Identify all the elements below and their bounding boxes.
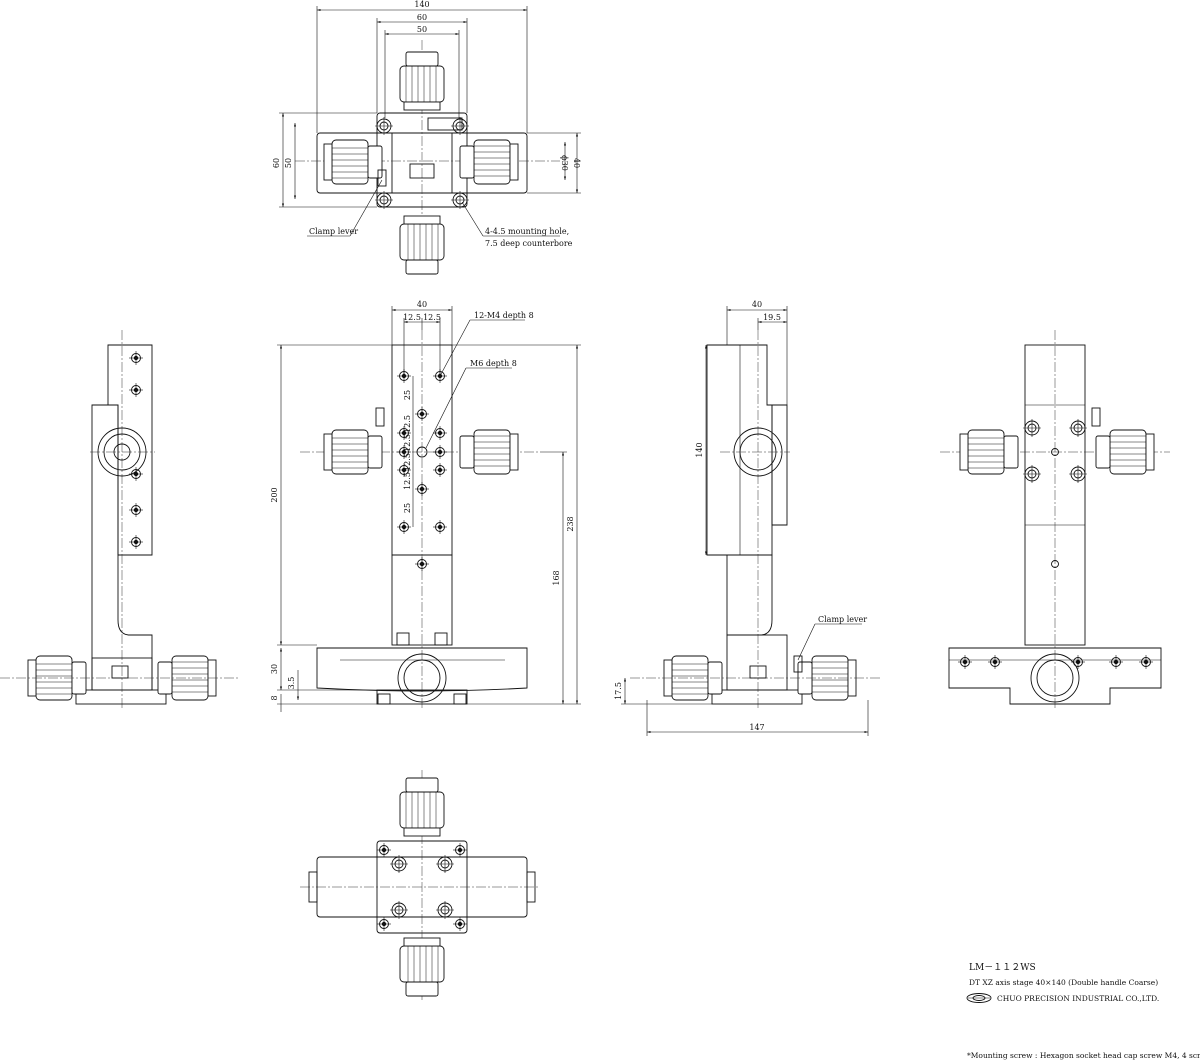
product-description: DT XZ axis stage 40×140 (Double handle C… (969, 978, 1158, 987)
dim-238: 238 (566, 516, 575, 531)
front-view-labels: 40 12.5 12.5 25 12.5 12.5 12.5 12.5 25 2… (270, 300, 575, 701)
dim-60-vertical: 60 (272, 158, 281, 168)
model-number: LM－１１２WS (969, 963, 1036, 973)
right-side-view-labels: 40 19.5 140 17.5 147 Clamp lever (614, 300, 867, 732)
top-view (279, 6, 581, 275)
dim-19-5: 19.5 (763, 313, 781, 322)
m6-tap-label: M6 depth 8 (470, 359, 517, 368)
dim-25-upper: 25 (403, 390, 412, 400)
dim-12-5-b: 12.5 (403, 434, 412, 452)
dim-40-side: 40 (752, 300, 762, 309)
dim-17-5: 17.5 (614, 682, 623, 700)
dim-12-5-right: 12.5 (423, 313, 441, 322)
dim-200: 200 (270, 487, 279, 502)
dim-50: 50 (417, 25, 427, 34)
clamp-lever-label-side: Clamp lever (818, 615, 867, 624)
dim-60: 60 (417, 13, 427, 22)
dim-25-lower: 25 (403, 503, 412, 513)
front-view (277, 306, 581, 712)
counterbore-label: 7.5 deep counterbore (485, 239, 573, 248)
left-side-view (0, 330, 240, 710)
dim-12-5-d: 12.5 (403, 472, 412, 490)
dim-168: 168 (552, 570, 561, 585)
dim-140: 140 (414, 0, 429, 9)
dim-12-5-c: 12.5 (403, 453, 412, 471)
right-side-view (621, 306, 880, 736)
dim-140-side: 140 (695, 442, 704, 457)
dim-12-5-a: 12.5 (403, 415, 412, 433)
company-logo-icon (966, 993, 992, 1003)
dim-30: 30 (270, 664, 279, 674)
m4-tap-label: 12-M4 depth 8 (474, 311, 534, 320)
dim-147: 147 (749, 723, 764, 732)
rear-view (940, 330, 1170, 710)
mounting-hole-label: 4-4.5 mounting hole, (485, 227, 569, 236)
dim-8: 8 (270, 695, 279, 700)
mounting-screw-note: *Mounting screw : Hexagon socket head ca… (967, 1051, 1200, 1060)
company-name: CHUO PRECISION INDUSTRIAL CO.,LTD. (997, 994, 1159, 1003)
clamp-lever-label: Clamp lever (309, 227, 358, 236)
dim-3-5: 3.5 (287, 677, 296, 690)
dim-phi30: ϕ30 (560, 155, 569, 171)
bottom-view (300, 770, 540, 1000)
dim-50-vertical: 50 (284, 158, 293, 168)
dim-40: 40 (417, 300, 427, 309)
dim-40-vertical: 40 (572, 158, 581, 168)
dim-12-5-left: 12.5 (403, 313, 421, 322)
top-view-labels: 140 60 50 60 50 40 ϕ30 Clamp lever 4-4.5… (272, 0, 581, 248)
title-block: LM－１１２WS DT XZ axis stage 40×140 (Double… (966, 963, 1200, 1060)
